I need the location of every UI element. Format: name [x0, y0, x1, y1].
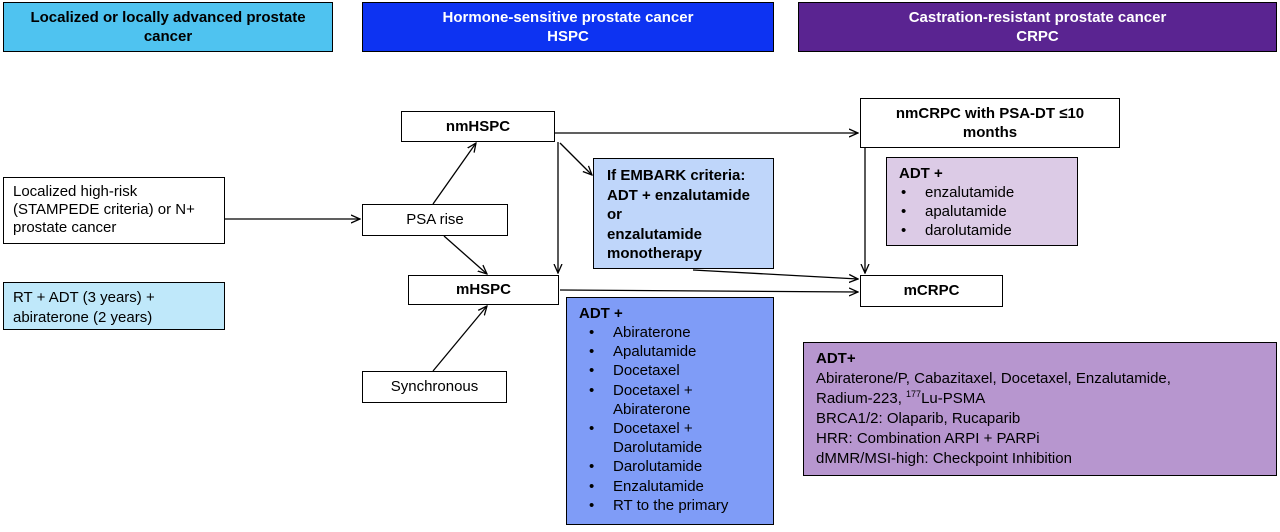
node-psa-rise: PSA rise — [362, 204, 508, 236]
node-mcrpc-adt: ADT+ Abiraterone/P, Cabazitaxel, Docetax… — [803, 342, 1277, 476]
arrow-nmhspc-to-embark — [559, 142, 592, 175]
hspc-adt-item: Enzalutamide — [589, 477, 773, 496]
hspc-adt-item: RT to the primary — [589, 496, 773, 515]
node-mhspc: mHSPC — [408, 275, 559, 305]
embark-line2: ADT + enzalutamide — [607, 186, 750, 204]
header-localized-line1: Localized or locally advanced prostate — [30, 9, 306, 26]
hspc-adt-title: ADT + — [579, 305, 623, 322]
arrow-mhspc-to-mcrpc — [559, 290, 858, 292]
nmcrpc-adt-item: darolutamide — [901, 221, 1077, 240]
nmhspc-label: nmHSPC — [445, 117, 511, 135]
nmcrpc-adt-item: apalutamide — [901, 202, 1077, 221]
node-localized-highrisk: Localized high-risk (STAMPEDE criteria) … — [3, 177, 225, 244]
rt-adt-line1: RT + ADT (3 years) + — [13, 289, 155, 306]
arrow-embark-to-mcrpc — [692, 269, 858, 279]
arrow-psa-to-mhspc — [443, 235, 487, 274]
arrow-psa-to-nmhspc — [432, 143, 476, 205]
header-crpc: Castration-resistant prostate cancer CRP… — [798, 2, 1277, 52]
arrow-synchronous-to-mhspc — [432, 306, 487, 372]
header-hspc-line2: HSPC — [547, 28, 589, 45]
nmcrpc-line1: nmCRPC with PSA-DT ≤10 — [895, 105, 1085, 122]
node-hspc-adt: ADT + Abiraterone Apalutamide Docetaxel … — [566, 297, 774, 525]
rt-adt-line2: abiraterone (2 years) — [13, 309, 153, 326]
node-mcrpc: mCRPC — [860, 275, 1003, 307]
localized-line1: Localized high-risk — [13, 183, 138, 200]
header-localized: Localized or locally advanced prostate c… — [3, 2, 333, 52]
header-hspc: Hormone-sensitive prostate cancer HSPC — [362, 2, 774, 52]
header-hspc-line1: Hormone-sensitive prostate cancer — [442, 9, 694, 26]
embark-line3: or — [607, 206, 622, 223]
node-nmcrpc: nmCRPC with PSA-DT ≤10 months — [860, 98, 1120, 148]
header-crpc-line1: Castration-resistant prostate cancer — [908, 9, 1167, 26]
hspc-adt-item: Abiraterone — [589, 323, 773, 342]
mcrpc-adt-line4: HRR: Combination ARPI + PARPi — [816, 430, 1040, 447]
localized-line2: (STAMPEDE criteria) or N+ — [13, 201, 195, 218]
mcrpc-adt-line1: Abiraterone/P, Cabazitaxel, Docetaxel, E… — [816, 370, 1171, 387]
hspc-adt-item: Apalutamide — [589, 342, 773, 361]
embark-line5: monotherapy — [607, 245, 703, 262]
mcrpc-adt-line2: Radium-223, 177Lu-PSMA — [816, 389, 986, 408]
mcrpc-label: mCRPC — [903, 282, 960, 299]
nmcrpc-adt-title: ADT + — [899, 165, 943, 182]
hspc-adt-item: Docetaxel — [589, 361, 773, 380]
mhspc-label: mHSPC — [455, 281, 511, 298]
synchronous-label: Synchronous — [390, 378, 479, 395]
mcrpc-adt-line5: dMMR/MSI-high: Checkpoint Inhibition — [816, 450, 1072, 467]
header-crpc-line2: CRPC — [1016, 28, 1059, 45]
node-nmcrpc-adt: ADT + enzalutamide apalutamide darolutam… — [886, 157, 1078, 246]
embark-line4: enzalutamide — [607, 225, 703, 243]
node-nmhspc: nmHSPC — [401, 111, 555, 142]
hspc-adt-item: Docetaxel +Darolutamide — [589, 419, 773, 457]
mcrpc-adt-line3: BRCA1/2: Olaparib, Rucaparib — [816, 410, 1021, 427]
embark-line1: If EMBARK criteria: — [607, 167, 746, 184]
node-rt-adt: RT + ADT (3 years) + abiraterone (2 year… — [3, 282, 225, 330]
node-embark: If EMBARK criteria: ADT + enzalutamide o… — [593, 158, 774, 269]
nmcrpc-line2: months — [962, 124, 1018, 141]
node-synchronous: Synchronous — [362, 371, 507, 403]
localized-line3: prostate cancer — [13, 219, 117, 236]
hspc-adt-item: Docetaxel +Abiraterone — [589, 381, 773, 419]
psa-rise-label: PSA rise — [406, 211, 464, 228]
header-localized-line2: cancer — [143, 28, 193, 45]
mcrpc-adt-title: ADT+ — [816, 350, 856, 367]
hspc-adt-item: Darolutamide — [589, 457, 773, 476]
nmcrpc-adt-item: enzalutamide — [901, 183, 1077, 202]
